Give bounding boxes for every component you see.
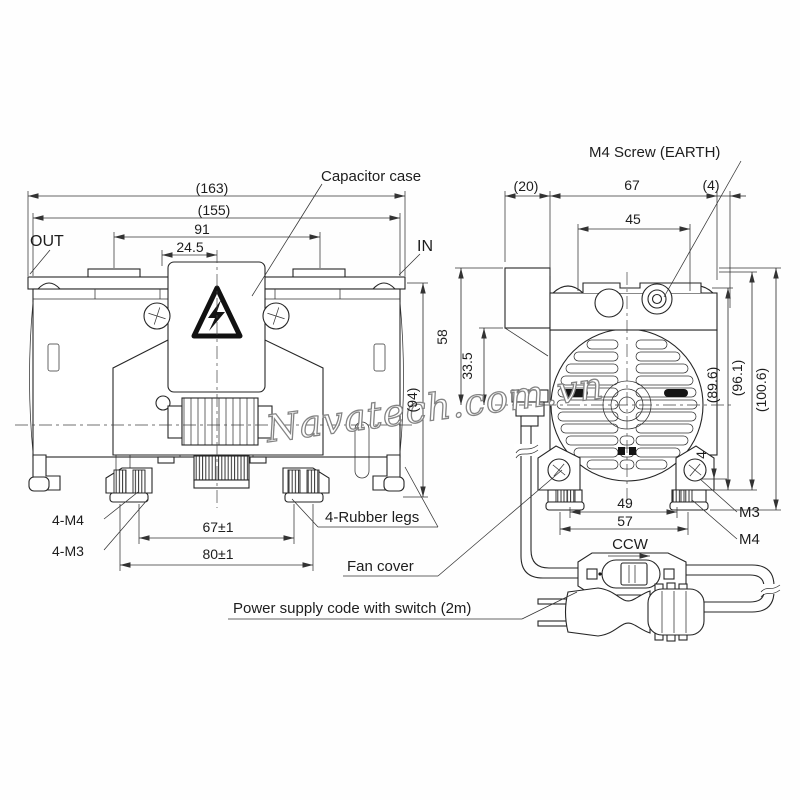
out-port-label: OUT (30, 233, 64, 250)
dimension-lines (27, 191, 781, 571)
dim-front-height-label: (94) (404, 388, 420, 413)
front-view-geometry (27, 261, 406, 503)
dim-foot-height-label: 4 (693, 451, 709, 459)
dim-mount-span-label: 91 (194, 221, 210, 237)
leader-lines (29, 160, 742, 620)
dim-body-depth-label: 67 (624, 177, 640, 193)
dim-port-offset-label: 24.5 (176, 239, 203, 255)
dim-head-height-label: 58 (434, 329, 450, 345)
earth-screw (641, 283, 673, 315)
dim-rear-depth-label: (20) (514, 178, 539, 194)
dim-feet-outer-front-label: 80±1 (202, 546, 233, 562)
dim-height2-label: (96.1) (729, 360, 745, 397)
annotation-text: (163) (155) 91 24.5 OUT IN Capacitor cas… (30, 144, 769, 617)
dim-feet-inner-side-label: 49 (617, 495, 633, 511)
front-screw-left (143, 302, 171, 330)
in-port-label: IN (417, 238, 433, 255)
dim-height1-label: (89.6) (704, 367, 720, 404)
cord-hook (155, 395, 171, 411)
capacitor-case-side (504, 267, 551, 329)
dim-body-width-label: (155) (198, 202, 231, 218)
side-screw-right (683, 458, 707, 482)
dim-cap-height-label: 33.5 (459, 352, 475, 379)
dim-feet-inner-front-label: 67±1 (202, 519, 233, 535)
callout-m4-label: M4 (739, 531, 760, 548)
side-screw-left (547, 458, 571, 482)
dim-height3-label: (100.6) (753, 368, 769, 412)
switch-slider (620, 562, 648, 586)
center-lines (15, 250, 732, 512)
high-voltage-warning-icon (191, 285, 243, 339)
dim-feet-outer-side-label: 57 (617, 513, 633, 529)
knurled-fitting (193, 455, 250, 481)
fan-grille (556, 339, 698, 470)
power-plug (537, 582, 705, 642)
dim-total-width-label: (163) (196, 180, 229, 196)
front-screw-right (262, 302, 290, 330)
callout-4m4-label: 4-M4 (52, 512, 84, 528)
power-cord-label: Power supply code with switch (2m) (233, 600, 471, 617)
capacitor-case-label: Capacitor case (321, 168, 421, 185)
callout-m3-label: M3 (739, 504, 760, 521)
power-cord-assembly (514, 426, 781, 642)
dim-front-depth-label: (4) (702, 177, 719, 193)
callout-earth-screw-label: M4 Screw (EARTH) (589, 144, 720, 161)
motor-cylinder (181, 397, 259, 446)
callout-fan-cover-label: Fan cover (347, 558, 414, 575)
rotation-direction-label: CCW (612, 536, 649, 553)
side-view-geometry (504, 267, 718, 511)
dim-head-width-label: 45 (625, 211, 641, 227)
callout-rubber-legs-label: 4-Rubber legs (325, 509, 419, 526)
callout-4m3-label: 4-M3 (52, 543, 84, 559)
